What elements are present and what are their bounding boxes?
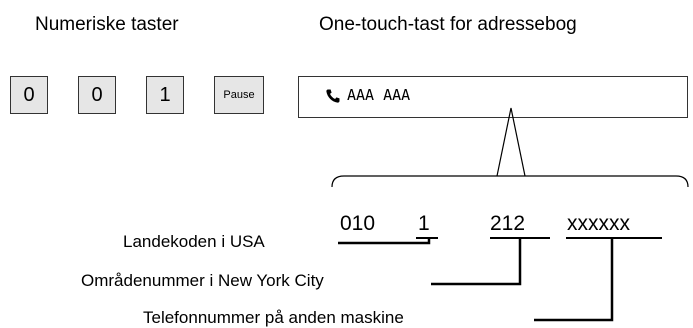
address-book-one-touch-key[interactable]: AAA AAA [298,76,688,118]
number-part-area-code: 212 [490,212,526,235]
label-area-code: Områdenummer i New York City [81,271,324,290]
label-country-code: Landekoden i USA [123,232,265,251]
leader-country-code [338,238,431,245]
numeric-keys-heading: Numeriske taster [35,14,179,35]
key-1[interactable]: 1 [146,76,184,114]
grouping-brace [331,175,689,188]
leader-phone-number [534,238,614,322]
number-part-prefix: 010 [340,212,376,235]
label-phone-number: Telefonnummer på anden maskine [143,308,404,327]
one-touch-key-heading: One-touch-tast for adressebog [319,14,577,35]
address-entry-name: AAA AAA [347,86,411,104]
leader-area-code [431,238,522,286]
pointer-wedge [496,107,526,177]
number-part-country-code: 1 [418,212,430,235]
key-0-first[interactable]: 0 [10,76,48,114]
pause-key[interactable]: Pause [214,76,264,114]
number-part-phone-number: xxxxxx [567,212,630,235]
key-0-second[interactable]: 0 [78,76,116,114]
phone-icon [326,89,340,103]
